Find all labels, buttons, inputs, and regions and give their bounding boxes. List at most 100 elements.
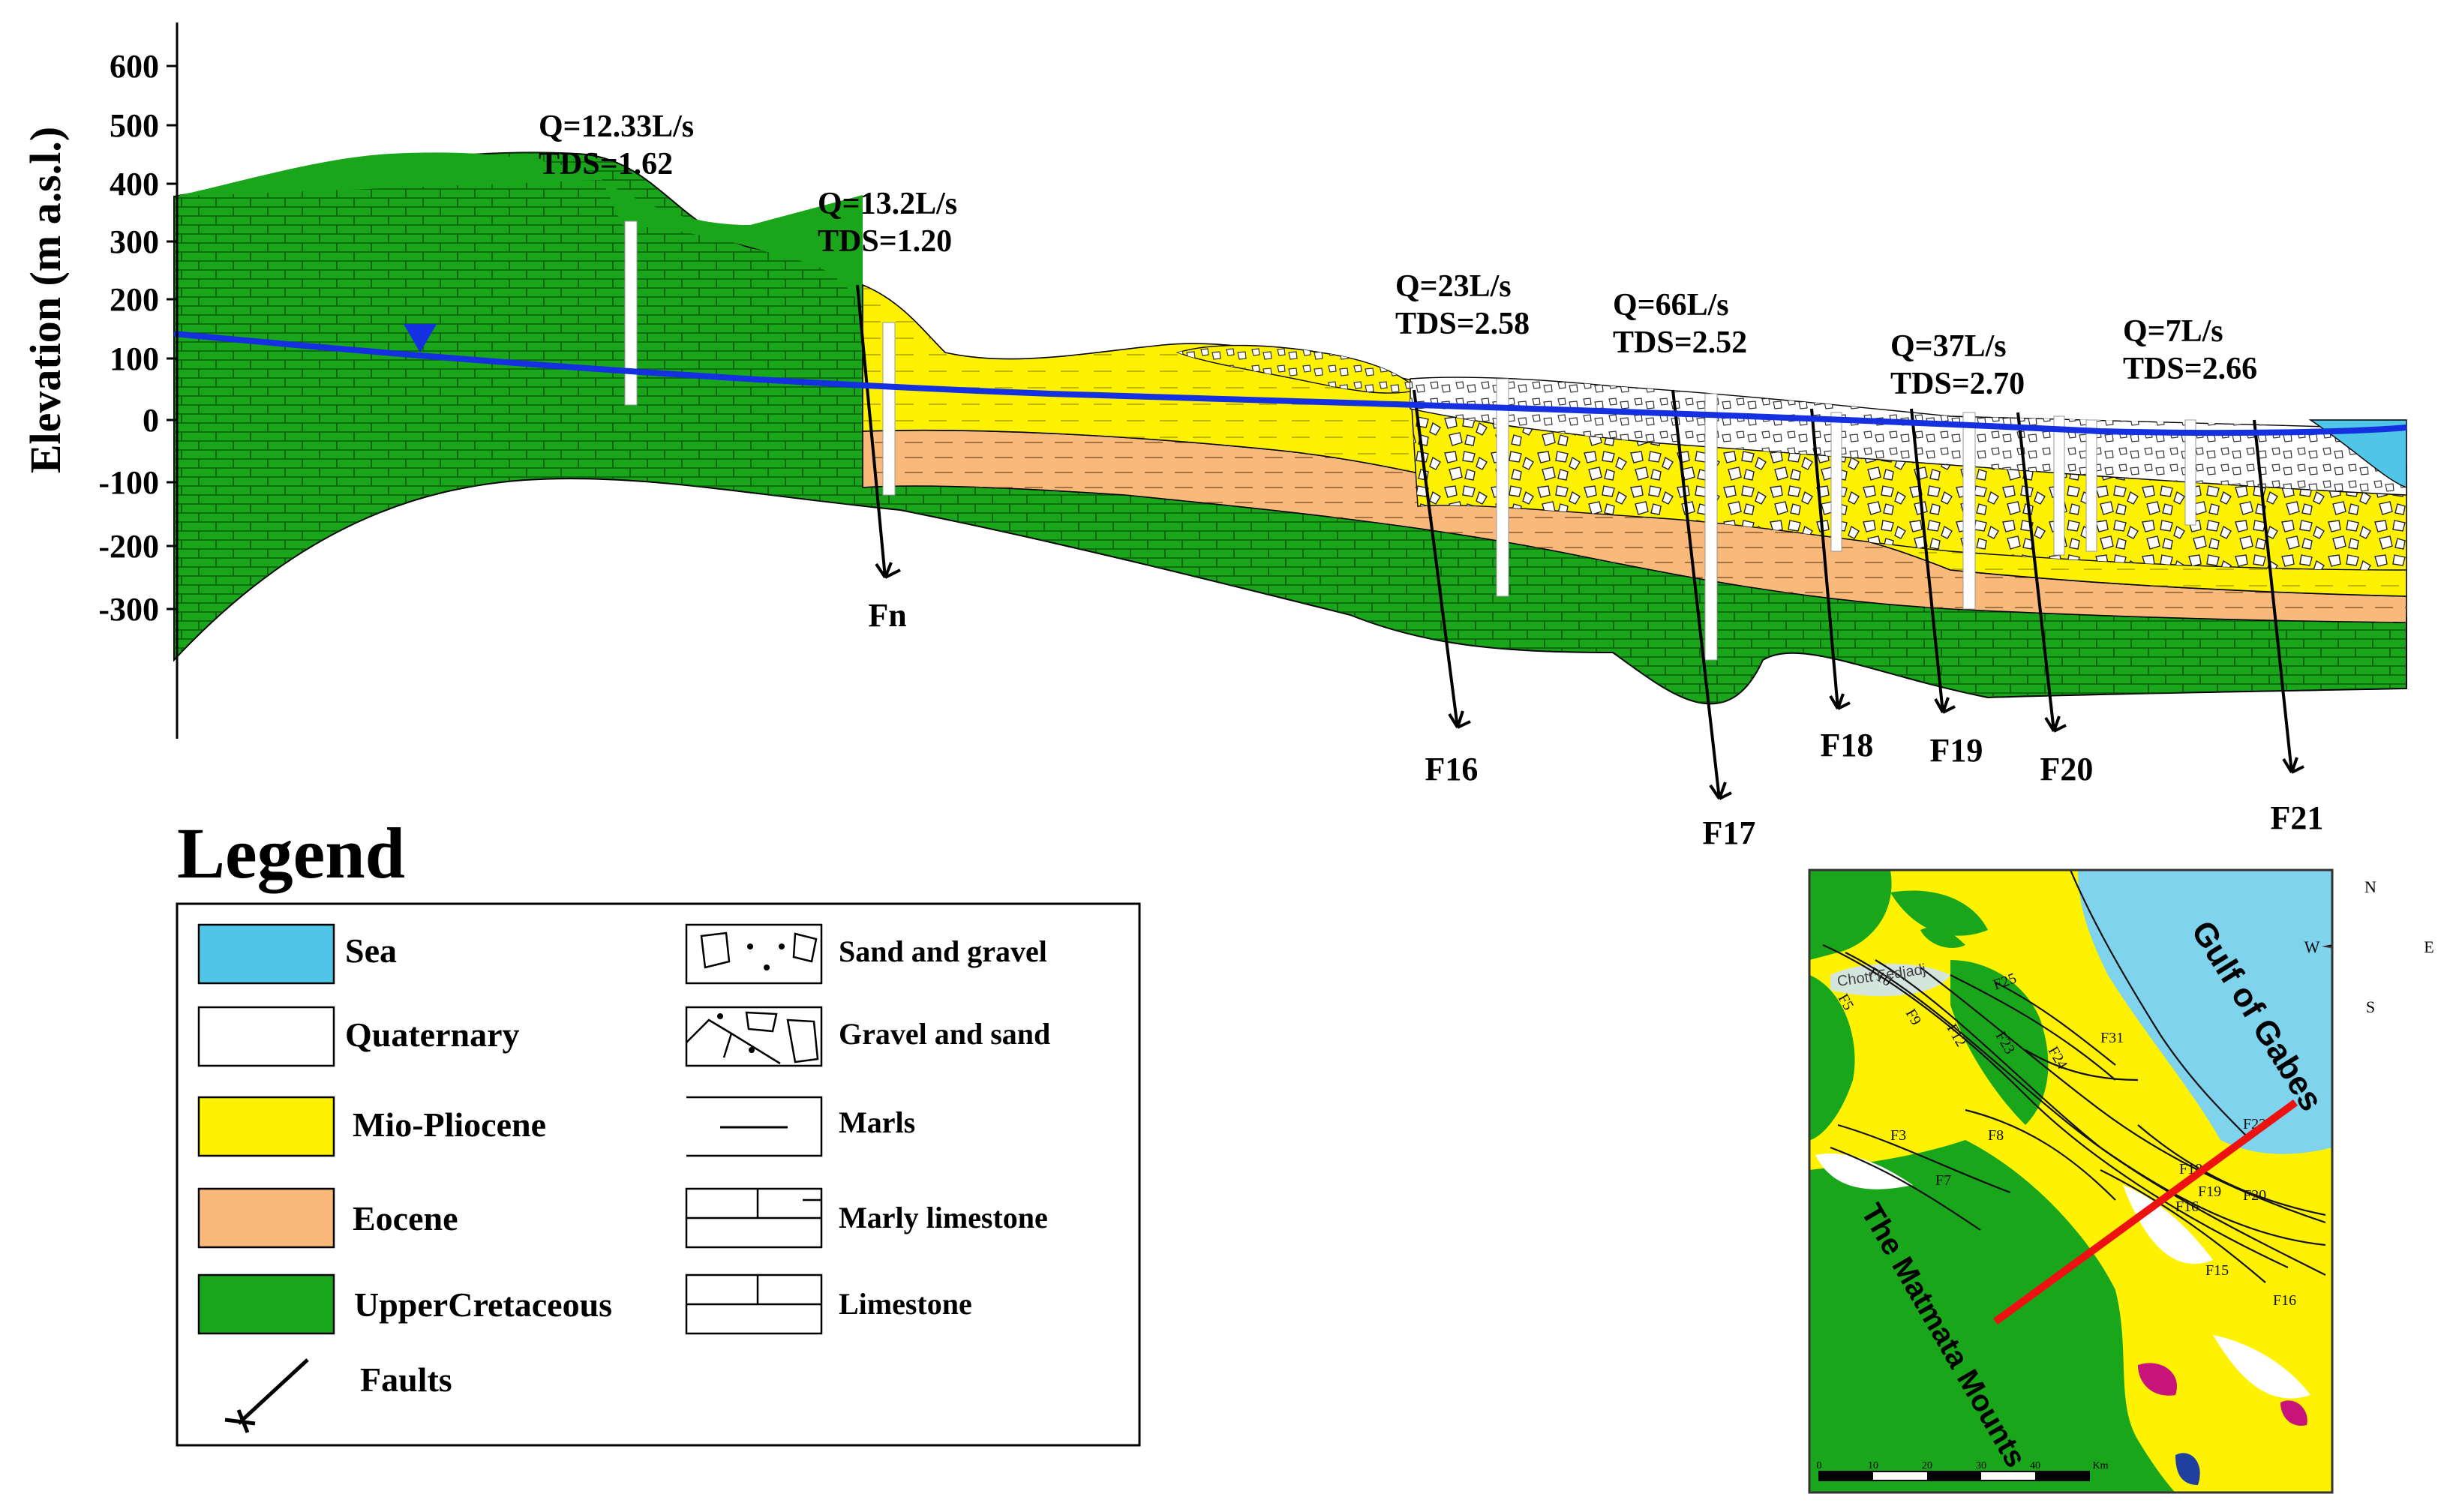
legend-symbol-marls [686, 1096, 823, 1157]
fault-f17 [1671, 389, 1732, 800]
well-tds-label: TDS=2.52 [1613, 326, 1747, 360]
legend-swatch-eocene [197, 1187, 335, 1249]
map-scale-bar: 0 10 20 30 40 Km [1817, 1460, 2109, 1481]
legend-symbol-gravel-sand [685, 1006, 823, 1067]
map-sea [2078, 870, 2332, 1154]
legend-lithology-label: Limestone [839, 1287, 972, 1321]
legend-title: Legend [177, 813, 405, 893]
scale-tick: 40 [2030, 1460, 2040, 1472]
well-q-label: Q=37L/s [1890, 329, 2007, 364]
well-q-label: Q=7L/s [2123, 314, 2223, 349]
y-tick-label: 300 [110, 224, 159, 260]
y-tick-label: -200 [98, 528, 159, 565]
well-tds-label: TDS=2.70 [1890, 367, 2025, 401]
y-tick-label: 200 [110, 281, 159, 318]
well-3 [1496, 378, 1509, 597]
legend-lithology-label: Marls [839, 1106, 915, 1139]
fault-lines [856, 284, 2304, 800]
legend-label: Mio-Pliocene [353, 1106, 546, 1144]
legend-box [176, 902, 1141, 1447]
map-matmata-region [1809, 1140, 2175, 1492]
legend-label: Faults [360, 1360, 452, 1399]
y-tick-label: -100 [98, 464, 159, 501]
fault-f20 [2016, 412, 2067, 733]
map-fault-label: F21 [2355, 1217, 2379, 1234]
legend: Legend Sea Quaternary Mio-Pliocene Eocen… [176, 813, 1141, 1447]
fault-f21 [2253, 419, 2304, 774]
map-fault-label: F15 [2205, 1262, 2229, 1279]
cross-section: 600 500 400 300 200 100 0 -100 -200 -300… [21, 22, 2407, 851]
well-tds-label: TDS=2.58 [1395, 307, 1530, 341]
map-faults [1822, 870, 2326, 1283]
well-8 [2085, 419, 2097, 552]
legend-swatch-sea [197, 923, 335, 985]
legend-swatch-mio-pliocene [197, 1096, 335, 1157]
fault-f18 [1810, 408, 1851, 710]
fault-label: Fn [868, 597, 906, 634]
map-fault-label: F7 [1935, 1172, 1951, 1189]
map-fault-label: F16 [2175, 1198, 2199, 1215]
well-1 [624, 220, 638, 406]
map-fault-label: F8 [1988, 1127, 2004, 1144]
well-tds-label: TDS=2.66 [2123, 352, 2257, 386]
legend-symbol-limestone [685, 1274, 823, 1335]
scale-tick: Km [2093, 1460, 2109, 1472]
compass-w-label: W [2304, 938, 2320, 956]
water-table-marker-icon [404, 324, 437, 352]
y-tick-label: 100 [110, 340, 159, 377]
compass-n-label: N [2364, 878, 2376, 896]
y-tick-label: 0 [143, 402, 159, 439]
well-q-label: Q=66L/s [1613, 288, 1729, 322]
fault-fn [856, 284, 901, 579]
compass-e-label: E [2424, 938, 2433, 956]
legend-label: Quaternary [345, 1016, 520, 1054]
scale-tick: 0 [1817, 1460, 1822, 1472]
y-tick-label: 500 [110, 107, 159, 144]
fault-symbol-icon [224, 1358, 309, 1433]
fault-label: F21 [2271, 800, 2324, 836]
well-tds-label: TDS=1.62 [539, 147, 673, 182]
wells [624, 220, 2196, 661]
y-axis-label: Elevation (m a.s.l.) [21, 127, 70, 473]
y-tick-label: 600 [110, 48, 159, 85]
legend-swatch-quaternary [197, 1006, 335, 1067]
fault-label: F20 [2040, 751, 2094, 788]
well-q-label: Q=12.33L/s [539, 110, 694, 144]
legend-symbol-marly-limestone [685, 1187, 823, 1249]
compass-rose-icon [2322, 944, 2332, 949]
fault-label: F19 [1930, 732, 1983, 769]
map-fault-label: F3 [1890, 1127, 1906, 1144]
y-tick-label: 400 [110, 166, 159, 202]
legend-lithology-label: Gravel and sand [839, 1017, 1050, 1051]
map-fault-label: F14 [2348, 1285, 2371, 1301]
well-q-label: Q=23L/s [1395, 269, 1512, 304]
scale-tick: 20 [1922, 1460, 1932, 1472]
water-table-line [173, 331, 2407, 436]
location-map: F10 F5 F9 F12 F23 F24 F25 F31 F3 F7 F8 F… [1808, 868, 2434, 1494]
map-fault-label: F16 [2273, 1292, 2296, 1309]
fault-label: F18 [1821, 727, 1874, 764]
legend-label: UpperCretaceous [354, 1286, 612, 1324]
map-fault-label: F19 [2198, 1184, 2221, 1200]
legend-label: Sea [345, 932, 397, 970]
well-tds-label: TDS=1.20 [818, 224, 952, 259]
fault-f19 [1910, 408, 1956, 714]
y-tick-label: -300 [98, 591, 159, 628]
legend-label: Eocene [353, 1199, 458, 1238]
fault-label: F16 [1425, 751, 1479, 788]
legend-swatch-upper-cretaceous [197, 1274, 335, 1335]
map-fault-label: F20 [2243, 1187, 2266, 1204]
well-5 [1830, 412, 1842, 552]
well-6 [1962, 412, 1976, 610]
fault-f16 [1413, 389, 1471, 729]
well-4 [1704, 393, 1718, 661]
scale-tick: 30 [1976, 1460, 1986, 1472]
well-9 [2184, 419, 2196, 526]
fault-label: F17 [1703, 814, 1756, 851]
legend-lithology-label: Sand and gravel [839, 934, 1047, 968]
well-2 [882, 322, 896, 496]
scale-tick: 10 [1868, 1460, 1878, 1472]
y-axis-ticks [167, 64, 177, 610]
map-frame [1808, 868, 2334, 1494]
